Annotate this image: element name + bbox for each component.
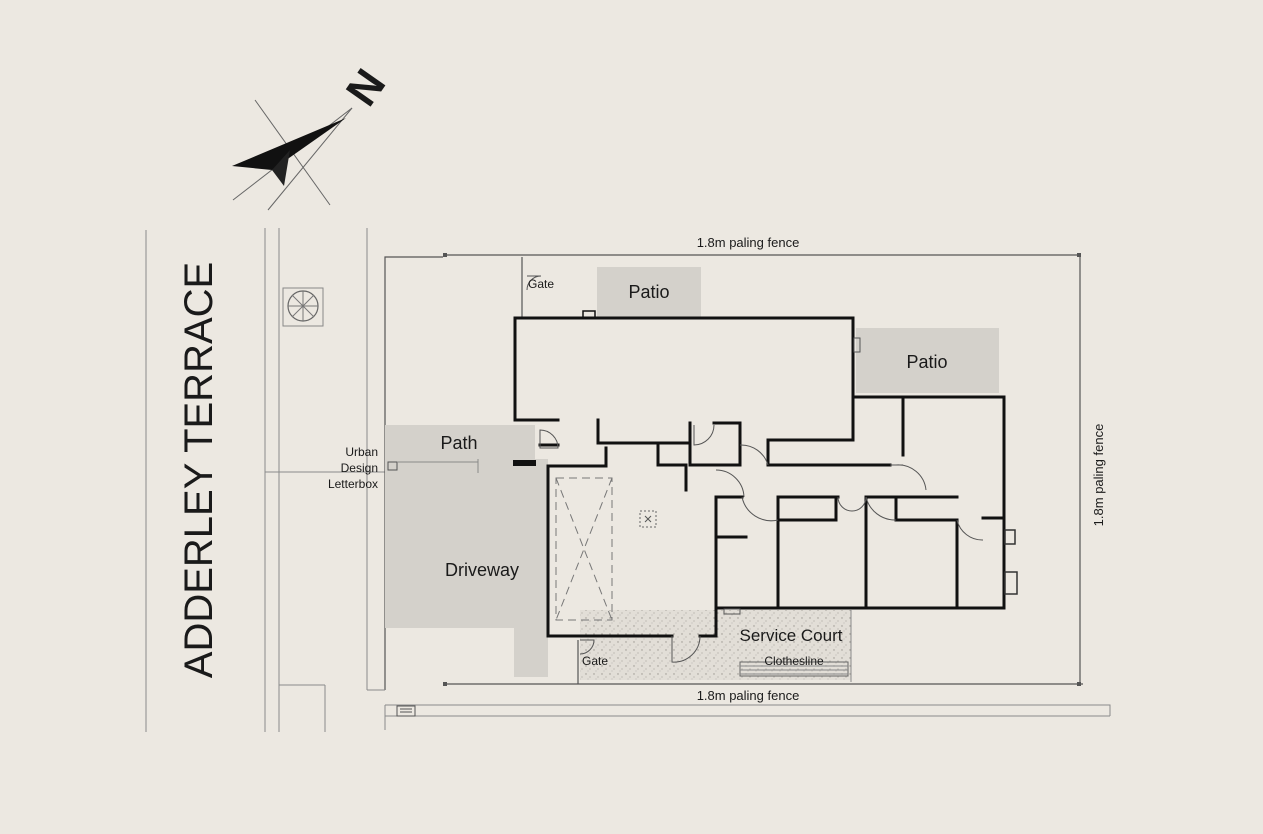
north-arrow-icon [232, 99, 353, 211]
clothesline-label: Clothesline [764, 654, 824, 668]
gate-top-label: Gate [528, 277, 554, 291]
ac-unit-icon [723, 337, 861, 615]
lot-boundary [367, 253, 1111, 730]
patio-top-area [597, 267, 701, 317]
letterbox-line-3: Letterbox [328, 477, 378, 491]
meter-box-icon [396, 705, 416, 717]
gate-bottom-label: Gate [582, 654, 608, 668]
patio-right-area [856, 328, 999, 393]
letterbox-icon [387, 461, 398, 471]
clothesline-icon [739, 661, 849, 677]
gate-bottom-icon [579, 639, 595, 655]
street-road [145, 228, 385, 732]
street-tree-icon [282, 287, 324, 327]
fence-label-top: 1.8m paling fence [697, 235, 800, 250]
hot-water-unit-icon [1004, 529, 1018, 595]
driveway-label: Driveway [445, 560, 519, 580]
light-fixture-icon [639, 510, 657, 528]
patio-right-label: Patio [906, 352, 947, 372]
house-walls [513, 310, 1006, 638]
path-label: Path [440, 433, 477, 453]
door-swings [539, 424, 984, 663]
letterbox-line-1: Urban [345, 445, 378, 459]
gate-top-icon [526, 275, 542, 291]
north-letter: N [337, 61, 395, 115]
street-name: ADDERLEY TERRACE [177, 262, 221, 678]
fence-label-right: 1.8m paling fence [1091, 424, 1106, 527]
driveway-area [385, 459, 548, 677]
fence-label-bottom: 1.8m paling fence [697, 688, 800, 703]
letterbox-line-2: Design [341, 461, 378, 475]
service-court-label: Service Court [740, 626, 843, 645]
patio-top-label: Patio [628, 282, 669, 302]
path-area [385, 425, 535, 459]
garage-door-icon [555, 477, 613, 621]
